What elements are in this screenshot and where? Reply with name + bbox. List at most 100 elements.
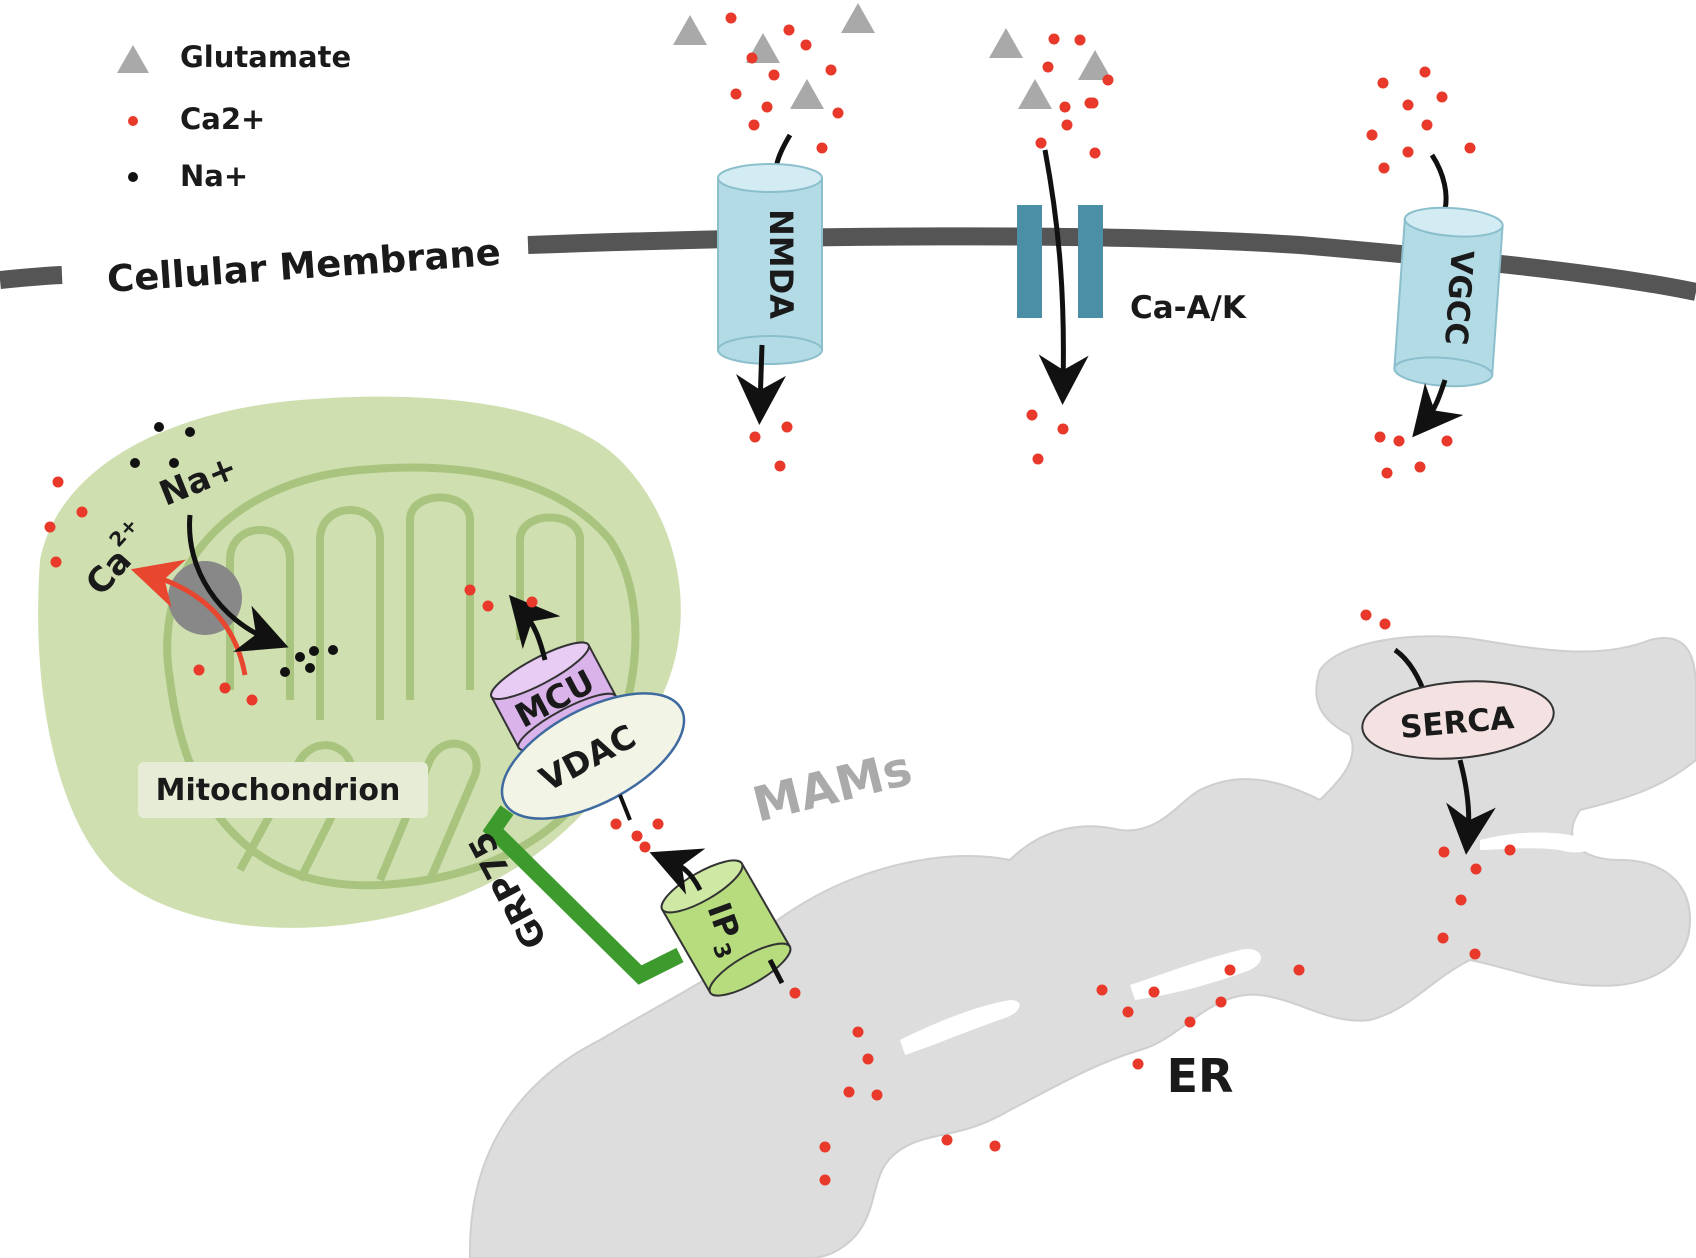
legend-glutamate-icon (117, 45, 149, 73)
sodium-ion (130, 458, 140, 468)
calcium-ion (1441, 435, 1453, 447)
ip3-bottom (708, 942, 792, 997)
mcu-top (490, 641, 590, 700)
sodium-ion (154, 422, 164, 432)
vdac-mcu-complex: MCU VDAC (490, 594, 686, 821)
calcium-ion (1026, 409, 1038, 421)
calcium-ion (246, 694, 258, 706)
grp75-bar (482, 805, 684, 985)
nmda-receptor: NMDA (717, 133, 823, 425)
er-body (469, 635, 1696, 1258)
mitochondrion-label: Mitochondrion (156, 773, 401, 808)
calcium-ion (871, 1089, 883, 1101)
calcium-ion (1122, 1006, 1134, 1018)
ip3-tail (767, 958, 785, 985)
sodium-ion (169, 458, 179, 468)
calcium-ion (1057, 423, 1069, 435)
glutamate-particle (989, 28, 1023, 58)
calcium-ion (1035, 137, 1047, 149)
ca-ak-channel-right (1078, 205, 1103, 318)
vdac-link (618, 794, 632, 821)
calcium-ion (482, 600, 494, 612)
calcium-ion (1464, 142, 1476, 154)
er-label: ER (1167, 1049, 1234, 1103)
membrane-line-left (0, 266, 63, 289)
er-organelle (469, 635, 1696, 1258)
calcium-ion (1455, 894, 1467, 906)
sodium-ion (185, 427, 195, 437)
calcium-ion (852, 1026, 864, 1038)
membrane-line-main (527, 227, 1696, 301)
calcium-ion (749, 431, 761, 443)
calcium-ion (730, 88, 742, 100)
calcium-ion (639, 841, 651, 853)
sodium-ion (295, 652, 305, 662)
mams-label: MAMs (747, 740, 917, 833)
calcium-ion (1437, 932, 1449, 944)
calcium-ion (1148, 986, 1160, 998)
legend-calcium-label: Ca2+ (180, 102, 265, 136)
calcium-ion (819, 1174, 831, 1186)
glutamate-particle (790, 79, 824, 109)
calcium-ion (1061, 119, 1073, 131)
calcium-ion (464, 584, 476, 596)
calcium-ion (789, 987, 801, 999)
sodium-ion (309, 646, 319, 656)
calcium-ion (76, 506, 88, 518)
calcium-ion (50, 556, 62, 568)
calcium-ion (748, 119, 760, 131)
calcium-ion (1374, 431, 1386, 443)
nmda-channel-body (717, 177, 823, 351)
calcium-ion (746, 52, 758, 64)
calcium-ion (1421, 119, 1433, 131)
calcium-ion (526, 596, 538, 608)
calcium-ion (774, 460, 786, 472)
glutamate-particle (1018, 79, 1052, 109)
calcium-ion (1419, 66, 1431, 78)
sodium-ion (305, 663, 315, 673)
calcium-ion (725, 12, 737, 24)
nmda-channel-top (717, 163, 823, 193)
calcium-ion (219, 682, 231, 694)
antiporter-icon (168, 561, 242, 635)
calcium-ion (1360, 609, 1372, 621)
ca-ak-channel-left (1017, 205, 1042, 318)
serca-pump: SERCA (1361, 647, 1555, 855)
calcium-ion (1102, 74, 1114, 86)
calcium-ion (1293, 964, 1305, 976)
ca-ak-inflow-arrow (1038, 149, 1089, 405)
mitochondrion-label-box (138, 762, 428, 818)
vgcc-inflow-arrow (1412, 379, 1464, 438)
ip3-release-arrow (649, 848, 706, 895)
legend: Glutamate Ca2+ Na+ (117, 40, 351, 193)
legend-glutamate-label: Glutamate (180, 40, 351, 74)
calcium-ion (631, 830, 643, 842)
calcium-ion (1032, 453, 1044, 465)
calcium-ion (1438, 846, 1450, 858)
calcium-ion (768, 69, 780, 81)
calcium-ion (1048, 33, 1060, 45)
grp75-tether: GRP75 (461, 805, 684, 985)
vgcc-inflow-arrow-top (1429, 153, 1449, 211)
vgcc-channel-top (1403, 206, 1504, 238)
calcium-ion (819, 1141, 831, 1153)
glutamate-particle (1078, 50, 1112, 80)
legend-sodium-label: Na+ (180, 159, 248, 193)
calcium-ion (52, 476, 64, 488)
mcu-uptake-arrow (508, 594, 561, 661)
calcium-ion (652, 818, 664, 830)
vgcc-channel: VGCC (1393, 153, 1504, 438)
calcium-ion (843, 1086, 855, 1098)
calcium-ion (816, 142, 828, 154)
sodium-ion (328, 645, 338, 655)
calcium-ion (761, 101, 773, 113)
calcium-ion (1215, 996, 1227, 1008)
legend-calcium-icon (128, 116, 138, 126)
glutamate-particle (673, 15, 707, 45)
vgcc-label: VGCC (1437, 249, 1480, 346)
calcium-ion (781, 421, 793, 433)
calcium-ion (1377, 77, 1389, 89)
calcium-ion (1469, 948, 1481, 960)
calcium-ion (1089, 147, 1101, 159)
nmda-channel-bottom (717, 335, 823, 365)
